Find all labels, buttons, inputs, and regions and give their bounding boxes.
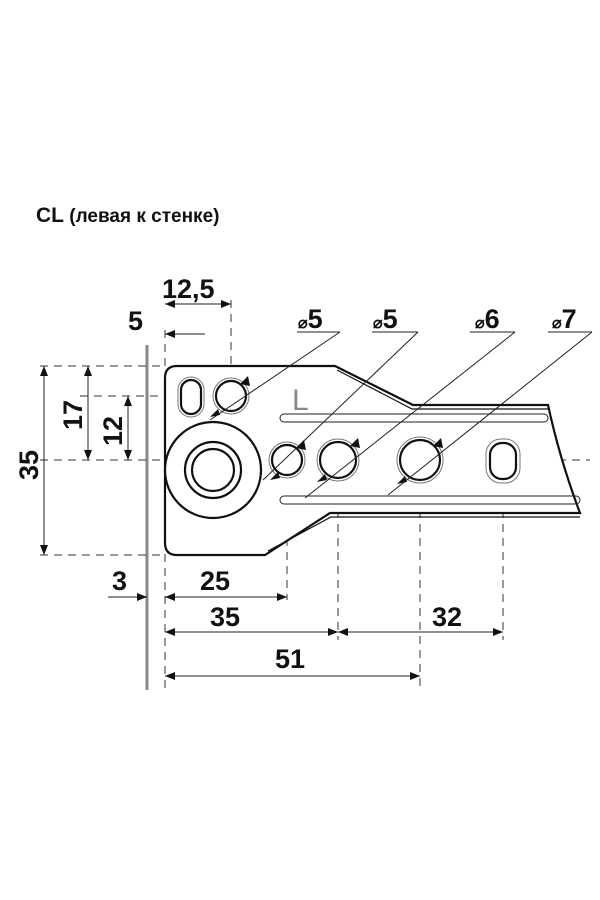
- rib-lower: [279, 495, 581, 505]
- dim-25: 25: [200, 566, 230, 596]
- diameter-label-2: ⌀5: [373, 304, 398, 334]
- title-code: CL: [36, 204, 64, 227]
- diameter-label-4: ⌀7: [552, 304, 577, 334]
- bracket-plate: [163, 364, 582, 557]
- dim-3: 3: [112, 566, 127, 596]
- holes: [163, 376, 521, 520]
- dim-5: 5: [128, 306, 143, 336]
- dim-35-vertical: 35: [14, 450, 44, 480]
- dim-32: 32: [432, 602, 462, 632]
- dim-12: 12: [98, 416, 128, 446]
- dim-17: 17: [58, 400, 88, 430]
- title-description: (левая к стенке): [69, 206, 220, 227]
- drawing-title: CL (левая к стенке): [36, 204, 219, 228]
- part-marking: L: [292, 384, 309, 417]
- dim-51: 51: [275, 644, 305, 674]
- dim-35-horizontal: 35: [210, 602, 240, 632]
- rib-upper: [279, 413, 549, 423]
- dim-12-5: 12,5: [162, 274, 215, 304]
- diameter-leaders: [209, 331, 593, 499]
- dimension-lines: [40, 300, 503, 680]
- diameter-label-1: ⌀5: [298, 304, 323, 334]
- diameter-label-3: ⌀6: [475, 304, 500, 334]
